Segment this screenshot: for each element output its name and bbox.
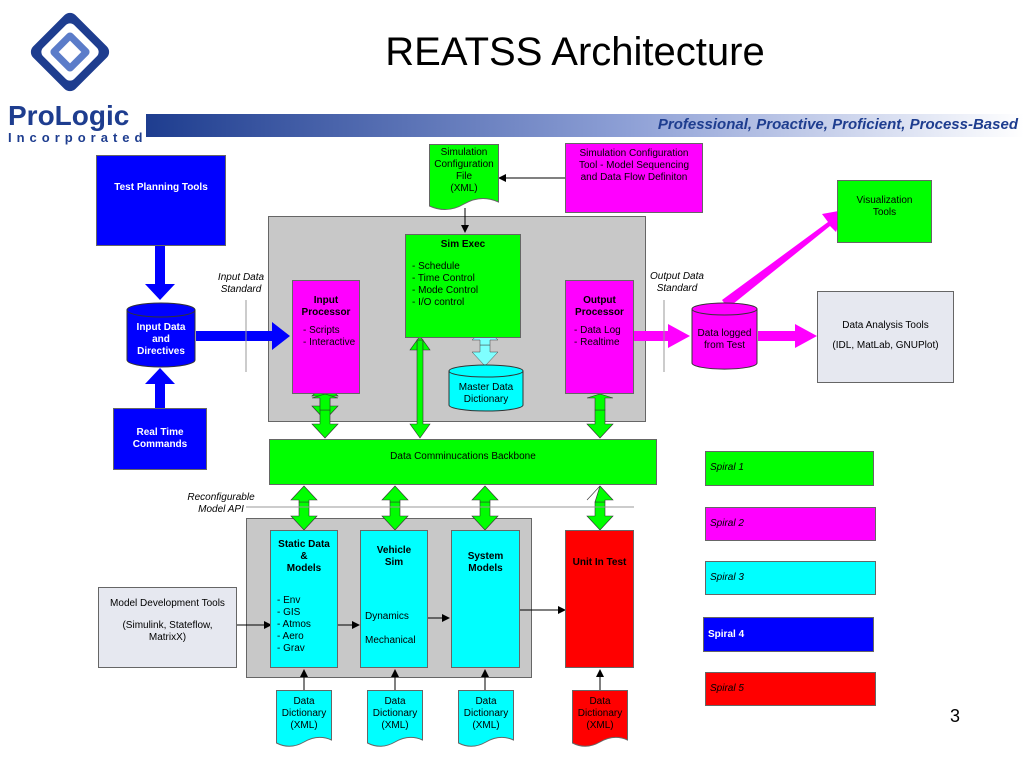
visualization-tools[interactable]: Visualization Tools [837, 180, 932, 243]
data-dictionary-label: Data Dictionary (XML) [372, 696, 418, 731]
model-dev-sub: (Simulink, Stateflow, MatrixX) [122, 620, 213, 643]
sim-exec-title: Sim Exec [440, 239, 486, 250]
logo-subtext: Incorporated [8, 130, 148, 145]
output-processor-title: Output Processor [575, 295, 624, 318]
input-data-label: Input Data and Directives [136, 322, 186, 357]
unit-in-test[interactable]: Unit In Test [565, 530, 634, 668]
page-number: 3 [950, 706, 961, 726]
data-dictionary-static[interactable]: Data Dictionary (XML) [276, 690, 332, 748]
static-data-title: Static Data & Models [278, 539, 330, 574]
input-processor-title: Input Processor [301, 295, 351, 318]
vehicle-sim[interactable]: Vehicle Sim Dynamics Mechanical [360, 530, 428, 668]
legend-spiral-5: Spiral 5 [705, 672, 876, 706]
tagline: Professional, Proactive, Proficient, Pro… [657, 116, 1018, 133]
output-processor[interactable]: Output Processor - Data Log - Realtime [565, 280, 634, 394]
reconfigurable-model-api-label: Reconfigurable Model API [187, 492, 255, 515]
test-planning-tools[interactable]: Test Planning Tools [96, 155, 226, 246]
legend-spiral-3: Spiral 3 [705, 561, 876, 595]
logo-text: ProLogic [8, 100, 130, 131]
model-development-tools[interactable]: Model Development Tools (Simulink, State… [98, 587, 237, 668]
legend-spiral-2: Spiral 2 [705, 507, 876, 541]
page-title: REATSS Architecture [385, 30, 765, 74]
sim-config-file-label: Simulation Configuration File (XML) [434, 147, 494, 194]
data-analysis-sub: (IDL, MatLab, GNUPlot) [832, 340, 939, 351]
real-time-commands[interactable]: Real Time Commands [113, 408, 207, 470]
master-data-dictionary-label: Master Data Dictionary [458, 382, 514, 405]
data-dictionary-label: Data Dictionary (XML) [463, 696, 509, 731]
legend-spiral-4: Spiral 4 [703, 617, 874, 652]
data-analysis-tools[interactable]: Data Analysis Tools (IDL, MatLab, GNUPlo… [817, 291, 954, 383]
system-models-title: System Models [467, 551, 504, 574]
static-data-models[interactable]: Static Data & Models - Env - GIS - Atmos… [270, 530, 338, 668]
data-logged-label: Data logged from Test [697, 328, 752, 351]
model-dev-title: Model Development Tools [110, 598, 225, 609]
vehicle-sim-items: Dynamics Mechanical [365, 611, 416, 646]
data-dictionary-unit[interactable]: Data Dictionary (XML) [572, 690, 628, 748]
data-analysis-title: Data Analysis Tools [842, 320, 929, 331]
output-processor-items: - Data Log - Realtime [574, 325, 621, 348]
data-dictionary-system[interactable]: Data Dictionary (XML) [458, 690, 514, 748]
input-data-cylinder[interactable]: Input Data and Directives [126, 302, 196, 368]
static-data-items: - Env - GIS - Atmos - Aero - Grav [277, 595, 311, 654]
data-logged-cylinder[interactable]: Data logged from Test [691, 302, 758, 370]
header-banner [146, 114, 1024, 137]
input-data-standard-label: Input Data Standard [217, 272, 265, 295]
sim-exec[interactable]: Sim Exec - Schedule - Time Control - Mod… [405, 234, 521, 338]
sim-exec-items: - Schedule - Time Control - Mode Control… [412, 261, 479, 308]
sim-config-tool[interactable]: Simulation Configuration Tool - Model Se… [565, 143, 703, 213]
logo [22, 8, 118, 100]
data-dictionary-label: Data Dictionary (XML) [281, 696, 327, 731]
legend-spiral-1: Spiral 1 [705, 451, 874, 486]
output-data-standard-label: Output Data Standard [650, 271, 704, 294]
data-dictionary-label: Data Dictionary (XML) [577, 696, 623, 731]
input-processor-items: - Scripts - Interactive [303, 325, 356, 348]
system-models[interactable]: System Models [451, 530, 520, 668]
input-processor[interactable]: Input Processor - Scripts - Interactive [292, 280, 360, 394]
vehicle-sim-title: Vehicle Sim [376, 545, 412, 568]
data-dictionary-vehicle[interactable]: Data Dictionary (XML) [367, 690, 423, 748]
sim-config-file[interactable]: Simulation Configuration File (XML) [429, 144, 499, 212]
data-communications-backbone[interactable]: Data Comminucations Backbone [269, 439, 657, 485]
master-data-dictionary[interactable]: Master Data Dictionary [448, 364, 524, 412]
